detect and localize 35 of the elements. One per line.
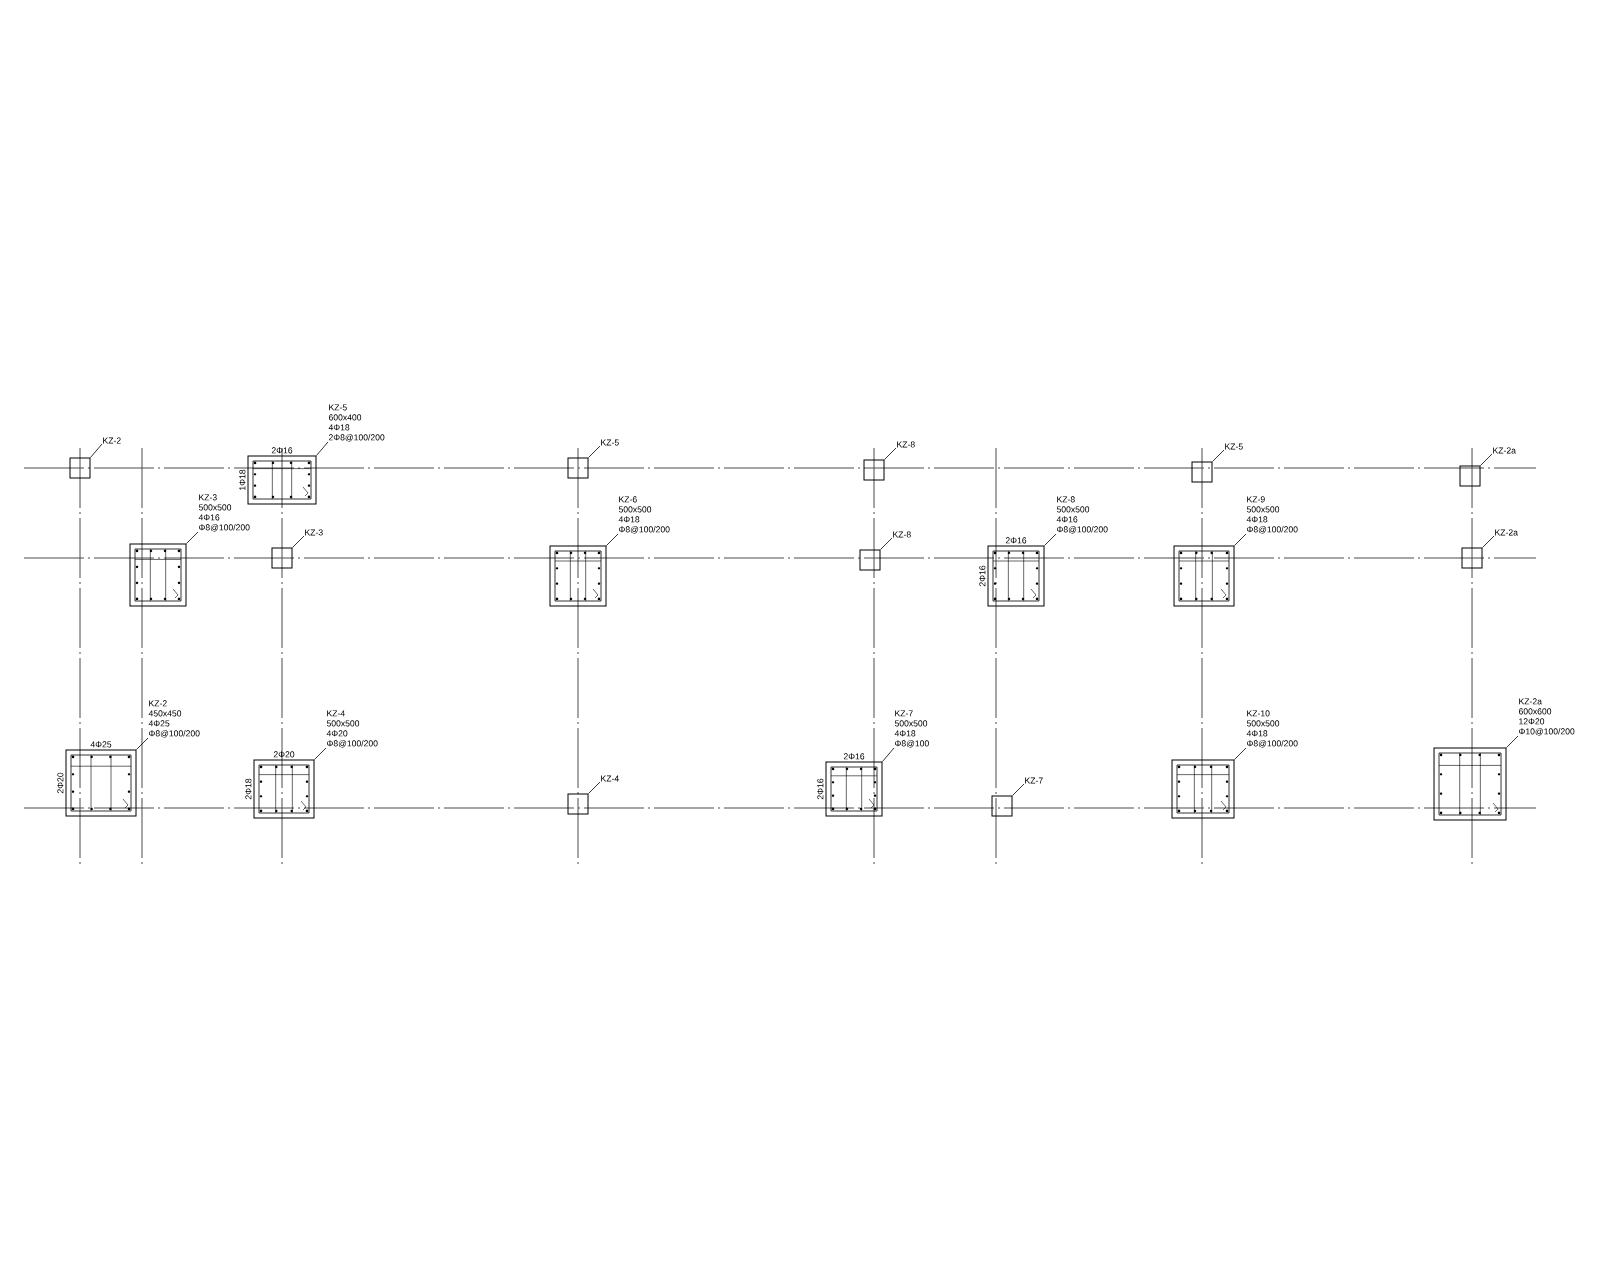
leader-line [136, 737, 149, 750]
column-section [1173, 545, 1235, 607]
column-section [549, 545, 607, 607]
leader-line [316, 441, 329, 456]
leader-line [1012, 783, 1025, 796]
leader-line [882, 747, 895, 762]
leader-line [90, 443, 103, 458]
leader-line [1212, 449, 1225, 462]
leader-line [1506, 735, 1519, 748]
leader-line [588, 445, 601, 458]
leader-line [186, 531, 199, 544]
column-box [271, 547, 293, 569]
leader-line [880, 537, 893, 550]
leader-line [1482, 535, 1495, 548]
leader-line [1044, 533, 1057, 546]
column-section [129, 543, 187, 607]
leader-line [314, 747, 327, 760]
column-box [1461, 547, 1483, 569]
leader-line [606, 533, 619, 546]
column-box [567, 793, 589, 815]
column-box [1459, 465, 1481, 487]
column-box [69, 457, 91, 479]
leader-line [292, 535, 305, 548]
column-box [1191, 461, 1213, 483]
column-section [1433, 747, 1507, 821]
leader-line [884, 447, 897, 460]
column-section [1171, 759, 1235, 819]
leader-line [1480, 453, 1493, 466]
leader-line [1234, 533, 1247, 546]
column-box [991, 795, 1013, 817]
leader-line [1234, 747, 1247, 760]
column-box [567, 457, 589, 479]
column-box [863, 459, 885, 481]
leader-line [588, 781, 601, 794]
column-box [859, 549, 881, 571]
